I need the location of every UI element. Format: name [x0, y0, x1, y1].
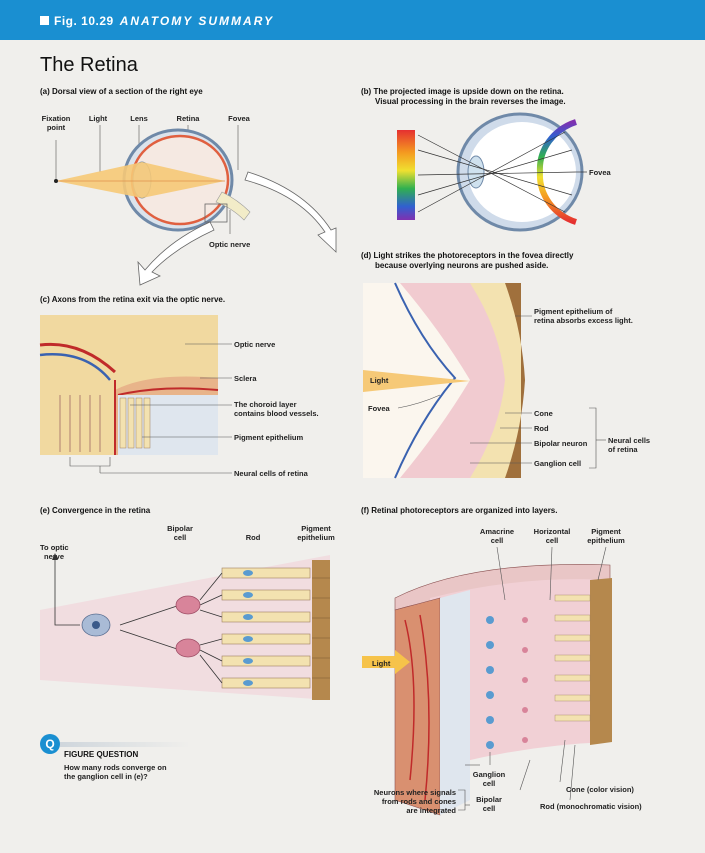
label-lens: Lens — [130, 114, 148, 123]
square-icon — [40, 16, 49, 26]
panel-d-caption: (d) Light strikes the photoreceptors in … — [361, 251, 574, 270]
label-neural-cells-c: Neural cells of retina — [234, 469, 308, 478]
fig-label: Fig. 10.29 — [54, 14, 114, 28]
panel-e-caption: (e) Convergence in the retina — [40, 506, 151, 515]
header-banner: Fig. 10.29 ANATOMY SUMMARY — [0, 0, 705, 40]
label-fovea-b: Fovea — [589, 168, 611, 177]
label-macula: Macula — [170, 160, 196, 169]
label-fovea-d: Fovea — [368, 404, 390, 413]
label-optic-nerve-a: Optic nerve — [209, 240, 251, 249]
page-title: The Retina — [40, 54, 138, 76]
figure-number: Fig. 10.29 ANATOMY SUMMARY — [40, 14, 274, 28]
label-cone-f: Cone (color vision) — [566, 785, 634, 794]
panel-b-caption: (b) The projected image is upside down o… — [361, 87, 566, 106]
figure-question-heading: FIGURE QUESTION — [64, 750, 139, 759]
label-light: Light — [88, 114, 108, 123]
label-light-d: Light — [370, 376, 389, 385]
fig-subtitle: ANATOMY SUMMARY — [119, 14, 275, 28]
label-rod-d: Rod — [534, 424, 549, 433]
label-pigment-epithelium-c: Pigment epithelium — [234, 433, 304, 442]
label-fovea-a: Fovea — [228, 114, 250, 123]
label-fixation-point: Fixation point — [41, 114, 71, 132]
question-divider — [60, 742, 190, 747]
label-sclera: Sclera — [234, 374, 257, 383]
panel-c-caption: (c) Axons from the retina exit via the o… — [40, 295, 226, 304]
label-retina: Retina — [176, 114, 200, 123]
label-bipolar-neuron: Bipolar neuron — [534, 439, 588, 448]
label-light-f: Light — [372, 659, 391, 668]
question-icon: Q — [40, 734, 60, 754]
label-rod-f: Rod (monochromatic vision) — [540, 802, 642, 811]
label-cone-d: Cone — [534, 409, 553, 418]
panel-a-caption: (a) Dorsal view of a section of the righ… — [40, 87, 203, 96]
label-rod-e: Rod — [245, 533, 261, 542]
label-ganglion-d: Ganglion cell — [534, 459, 582, 468]
label-optic-nerve-c: Optic nerve — [234, 340, 276, 349]
panel-f-caption: (f) Retinal photoreceptors are organized… — [361, 506, 558, 515]
